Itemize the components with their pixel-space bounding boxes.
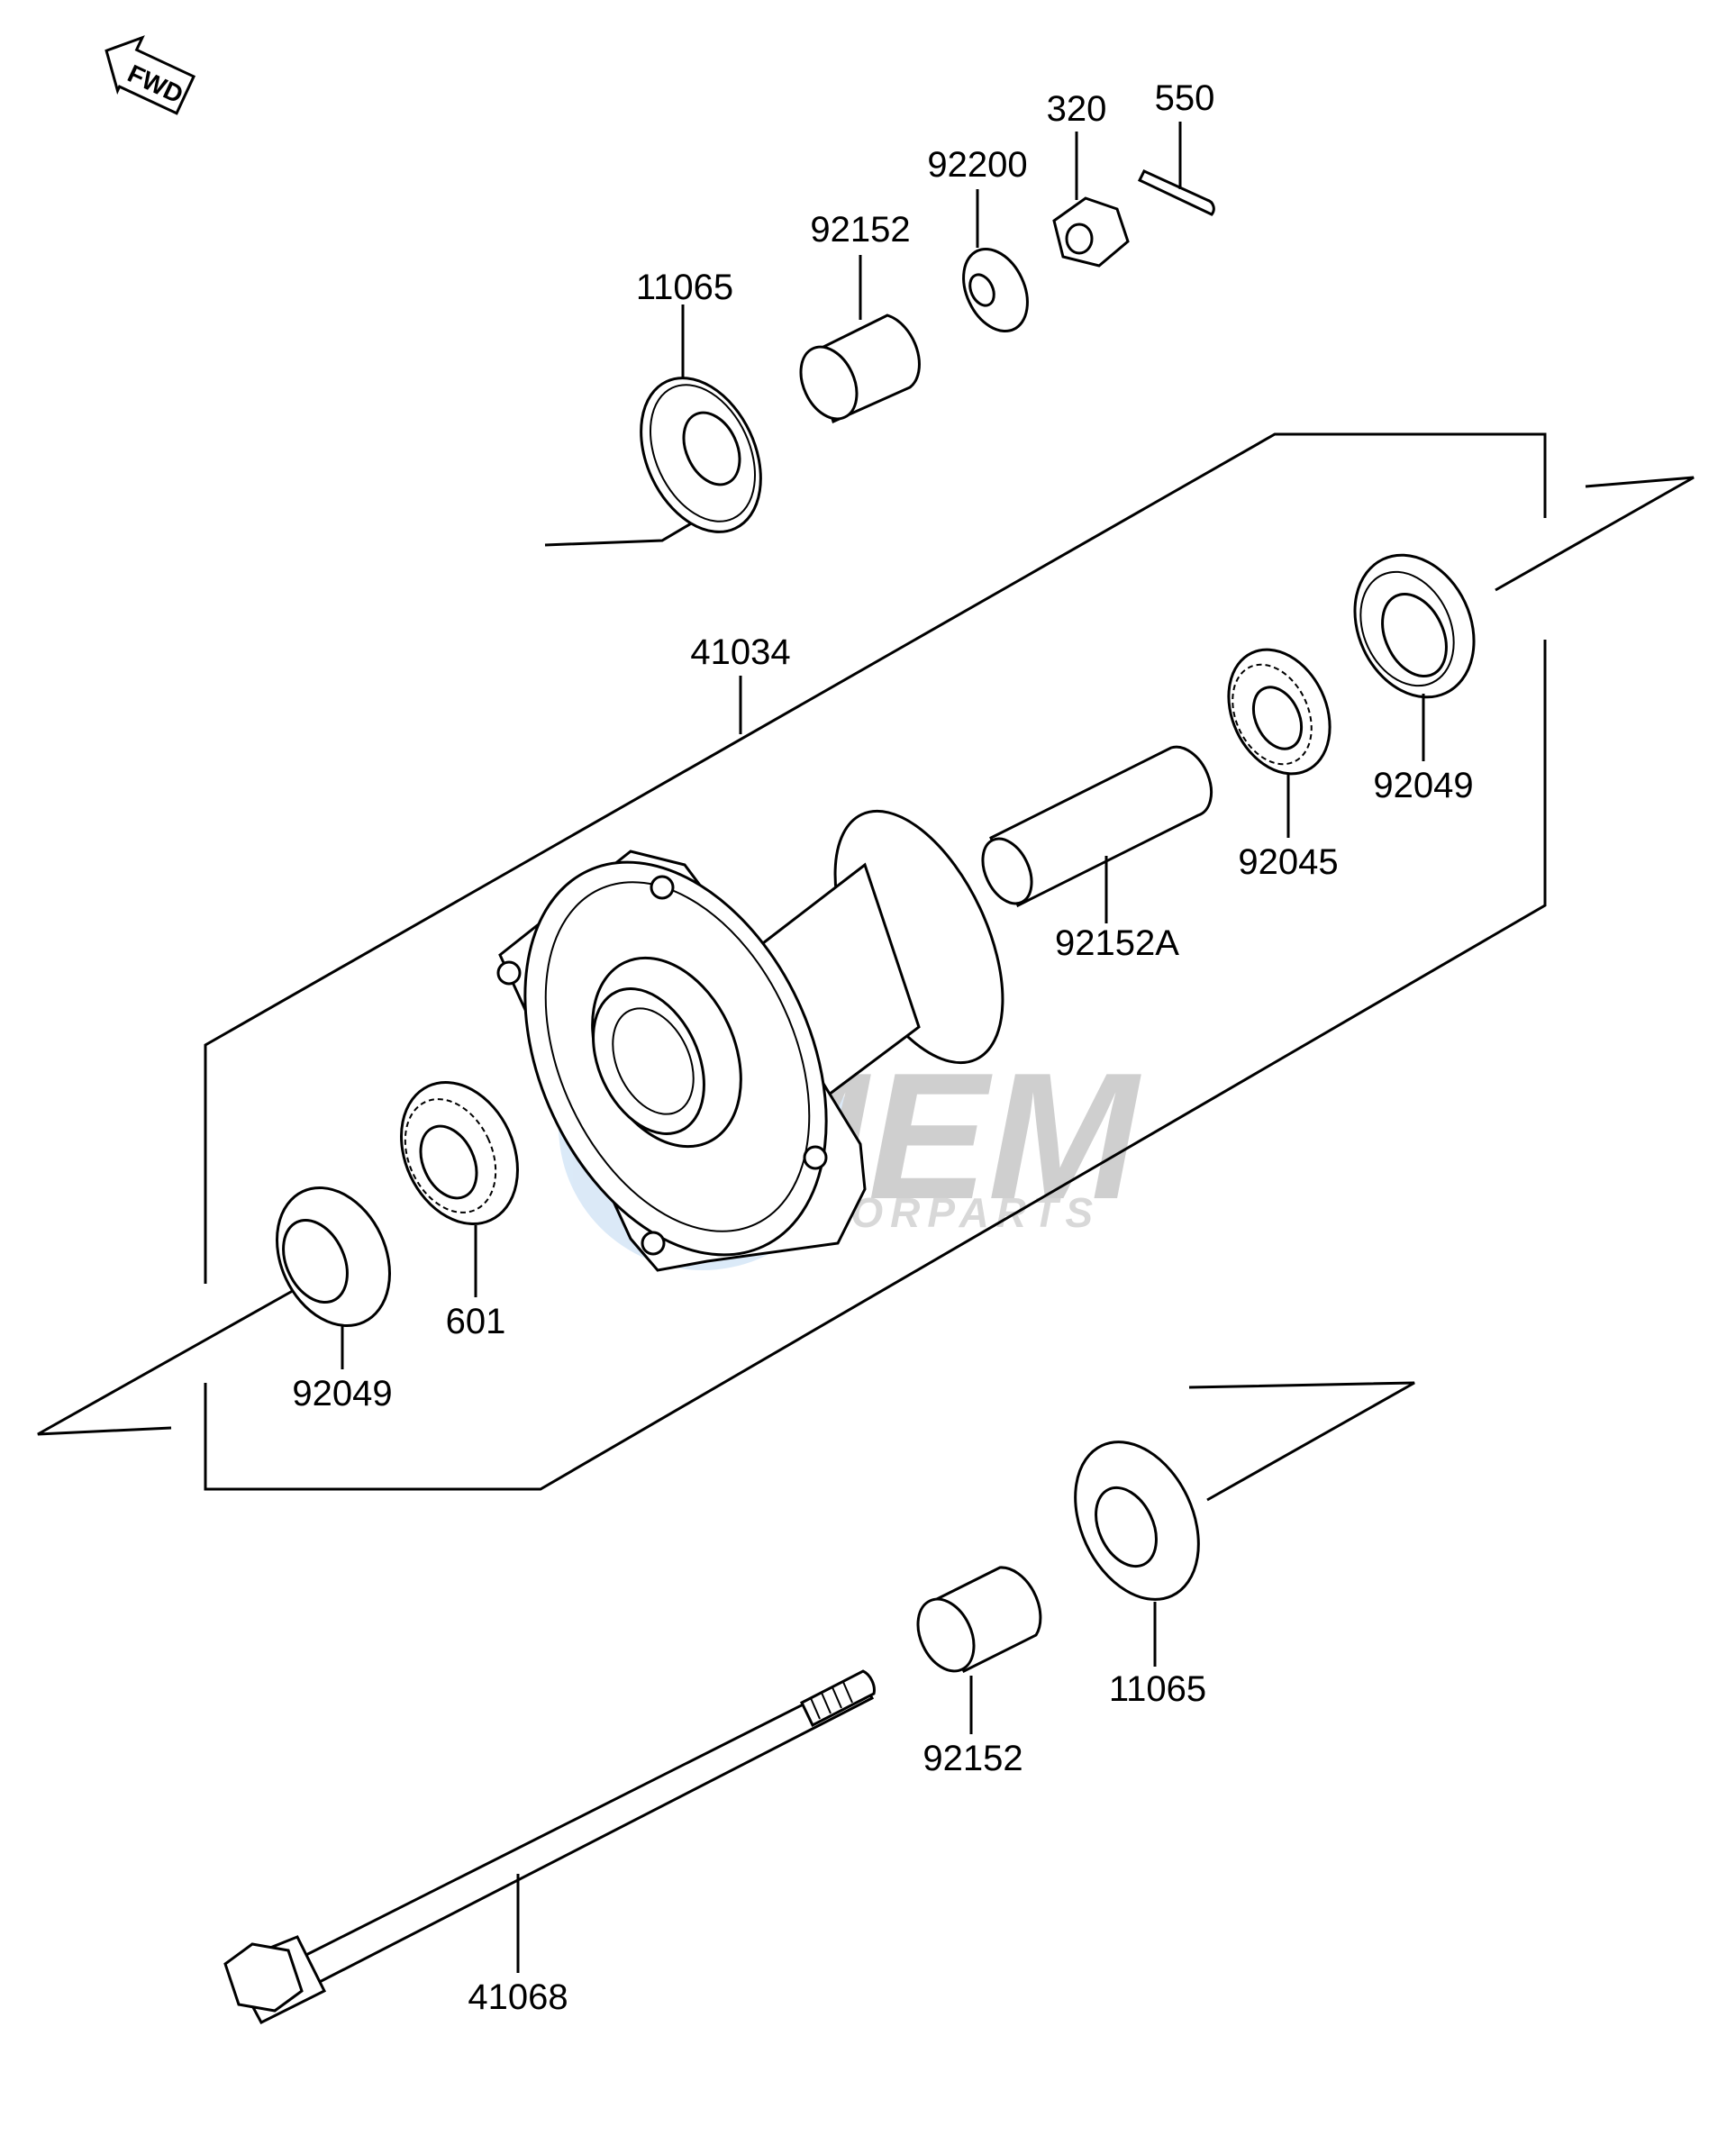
label-92200: 92200: [927, 145, 1027, 185]
part-11065-top: 11065: [636, 268, 762, 533]
part-41034-hub: 41034: [496, 632, 1004, 1272]
part-92049-right: 92049: [1353, 553, 1476, 805]
part-601: 601: [400, 1080, 519, 1341]
fwd-arrow-icon: FWD: [105, 35, 196, 115]
label-92152A: 92152A: [1055, 923, 1179, 963]
label-11065-bottom: 11065: [1109, 1669, 1206, 1709]
label-92049-right: 92049: [1373, 766, 1473, 805]
part-11065-bottom: 11065: [1074, 1441, 1206, 1709]
label-11065-top: 11065: [636, 268, 733, 307]
label-92152-bottom: 92152: [923, 1739, 1023, 1778]
label-41034: 41034: [690, 632, 790, 672]
label-92152-top: 92152: [810, 210, 910, 250]
label-320: 320: [1047, 89, 1107, 129]
part-92049-left: 92049: [276, 1186, 393, 1413]
part-92045: 92045: [1227, 648, 1339, 882]
part-92152-top: 92152: [799, 210, 921, 424]
part-92152A: 92152A: [981, 745, 1213, 963]
part-550: 550: [1137, 78, 1215, 216]
part-320: 320: [1047, 89, 1130, 268]
part-41068: 41068: [223, 1669, 876, 2024]
label-550: 550: [1155, 78, 1215, 118]
part-92152-bottom: 92152: [916, 1566, 1042, 1778]
part-92200: 92200: [927, 145, 1029, 333]
label-92045: 92045: [1238, 842, 1338, 882]
hub-assembly-frame: [37, 432, 1695, 1502]
label-601: 601: [446, 1302, 506, 1341]
label-92049-left: 92049: [292, 1374, 392, 1413]
label-41068: 41068: [468, 1977, 568, 2017]
